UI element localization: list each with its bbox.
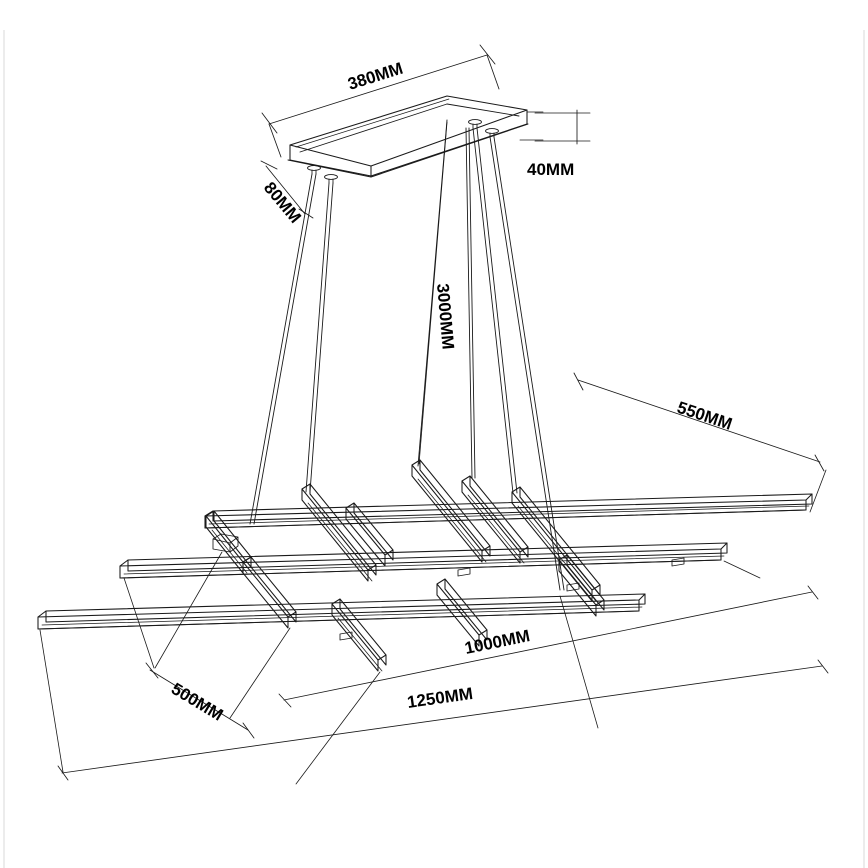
dimension-40mm bbox=[519, 109, 591, 145]
label-40mm: 40MM bbox=[527, 160, 574, 179]
long-bar-middle bbox=[119, 542, 728, 579]
cross-bar-7 bbox=[242, 556, 297, 629]
label-380mm: 380MM bbox=[345, 59, 405, 94]
gripper-1 bbox=[307, 165, 321, 175]
cross-bar-9 bbox=[436, 578, 488, 647]
dimension-labels: 380MM 80MM 40MM 3000MM 550MM 1000MM 1250… bbox=[168, 59, 735, 725]
connector-blocks bbox=[212, 533, 685, 641]
dimension-3000mm bbox=[418, 121, 448, 465]
cross-bars bbox=[205, 459, 605, 672]
gripper-2 bbox=[324, 174, 338, 184]
cross-bar-10 bbox=[558, 554, 605, 617]
page-border bbox=[3, 30, 865, 868]
label-500mm: 500MM bbox=[168, 679, 226, 724]
cross-bar-3 bbox=[345, 502, 394, 567]
gripper-3 bbox=[468, 119, 482, 129]
label-550mm: 550MM bbox=[675, 398, 735, 434]
cross-bar-2 bbox=[301, 483, 377, 582]
suspension-cables bbox=[249, 119, 565, 591]
label-1250mm: 1250MM bbox=[406, 684, 474, 712]
label-3000mm: 3000MM bbox=[433, 283, 458, 351]
dimension-witness-lines bbox=[39, 469, 827, 785]
dimension-1000mm bbox=[278, 585, 819, 708]
cross-bar-8 bbox=[331, 598, 387, 672]
dimension-1250mm bbox=[57, 659, 829, 781]
label-1000mm: 1000MM bbox=[463, 626, 532, 658]
cross-bar-5 bbox=[461, 475, 529, 564]
dimension-380mm bbox=[261, 44, 500, 158]
gripper-4 bbox=[485, 128, 499, 138]
drawing-geometry bbox=[37, 44, 829, 785]
cable-grippers bbox=[307, 119, 499, 184]
cross-bar-4 bbox=[411, 459, 491, 563]
dimension-500mm bbox=[145, 662, 255, 739]
dimension-80mm bbox=[260, 160, 314, 219]
dimension-550mm bbox=[573, 372, 825, 472]
ceiling-canopy-plate bbox=[287, 95, 529, 178]
long-bar-front bbox=[37, 593, 646, 630]
